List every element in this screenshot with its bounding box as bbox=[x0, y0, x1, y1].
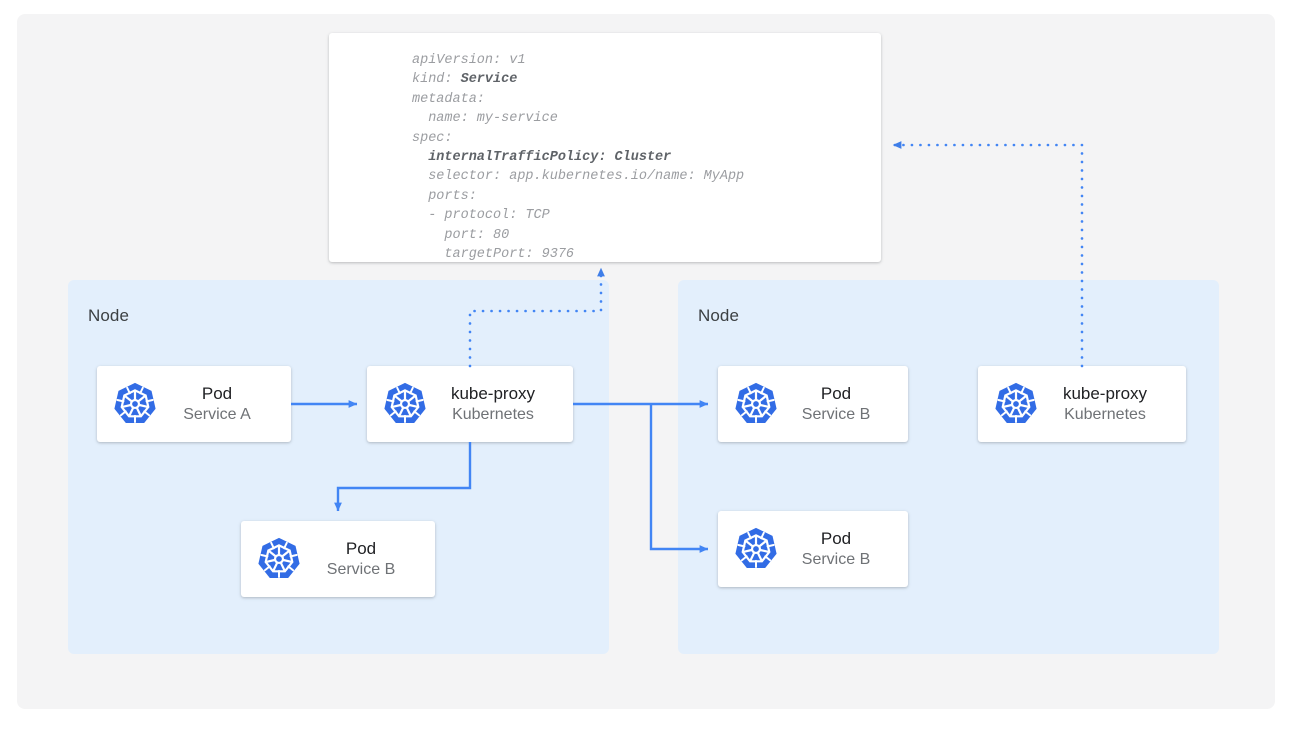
kubernetes-icon bbox=[734, 527, 778, 571]
node-container-left: Node bbox=[68, 280, 609, 654]
card-subtitle: Service A bbox=[183, 406, 251, 423]
card-pod-service-b-local[interactable]: Pod Service B bbox=[241, 521, 435, 597]
node-label-left: Node bbox=[88, 306, 130, 325]
card-subtitle: Service B bbox=[801, 406, 871, 423]
card-pod-service-b-remote-1-text: Pod Service B bbox=[778, 383, 908, 426]
kubernetes-icon bbox=[994, 382, 1038, 426]
card-pod-service-b-remote-2-text: Pod Service B bbox=[778, 528, 908, 571]
card-title: Pod bbox=[201, 383, 233, 403]
card-title: kube-proxy bbox=[1062, 383, 1148, 403]
card-kube-proxy-left[interactable]: kube-proxy Kubernetes bbox=[367, 366, 573, 442]
service-manifest-code: apiVersion: v1 kind: Service metadata: n… bbox=[412, 53, 745, 263]
card-pod-service-b-remote-1[interactable]: Pod Service B bbox=[718, 366, 908, 442]
card-pod-service-a[interactable]: Pod Service A bbox=[97, 366, 291, 442]
service-manifest-panel: apiVersion: v1 kind: Service metadata: n… bbox=[329, 33, 881, 262]
card-title: Pod bbox=[345, 538, 377, 558]
card-title: Pod bbox=[820, 528, 852, 548]
card-pod-service-b-local-text: Pod Service B bbox=[301, 538, 435, 581]
card-pod-service-b-remote-2[interactable]: Pod Service B bbox=[718, 511, 908, 587]
card-subtitle: Kubernetes bbox=[1064, 406, 1146, 423]
card-pod-service-a-text: Pod Service A bbox=[157, 383, 291, 426]
card-subtitle: Kubernetes bbox=[452, 406, 534, 423]
kubernetes-icon bbox=[734, 382, 778, 426]
node-container-right: Node bbox=[678, 280, 1219, 654]
kubernetes-icon bbox=[383, 382, 427, 426]
card-title: Pod bbox=[820, 383, 852, 403]
card-kube-proxy-right[interactable]: kube-proxy Kubernetes bbox=[978, 366, 1186, 442]
card-kube-proxy-right-text: kube-proxy Kubernetes bbox=[1038, 383, 1186, 426]
card-subtitle: Service B bbox=[326, 561, 396, 578]
card-title: kube-proxy bbox=[450, 383, 536, 403]
card-subtitle: Service B bbox=[801, 551, 871, 568]
kubernetes-icon bbox=[257, 537, 301, 581]
node-label-right: Node bbox=[698, 306, 740, 325]
card-kube-proxy-left-text: kube-proxy Kubernetes bbox=[427, 383, 573, 426]
kubernetes-icon bbox=[113, 382, 157, 426]
